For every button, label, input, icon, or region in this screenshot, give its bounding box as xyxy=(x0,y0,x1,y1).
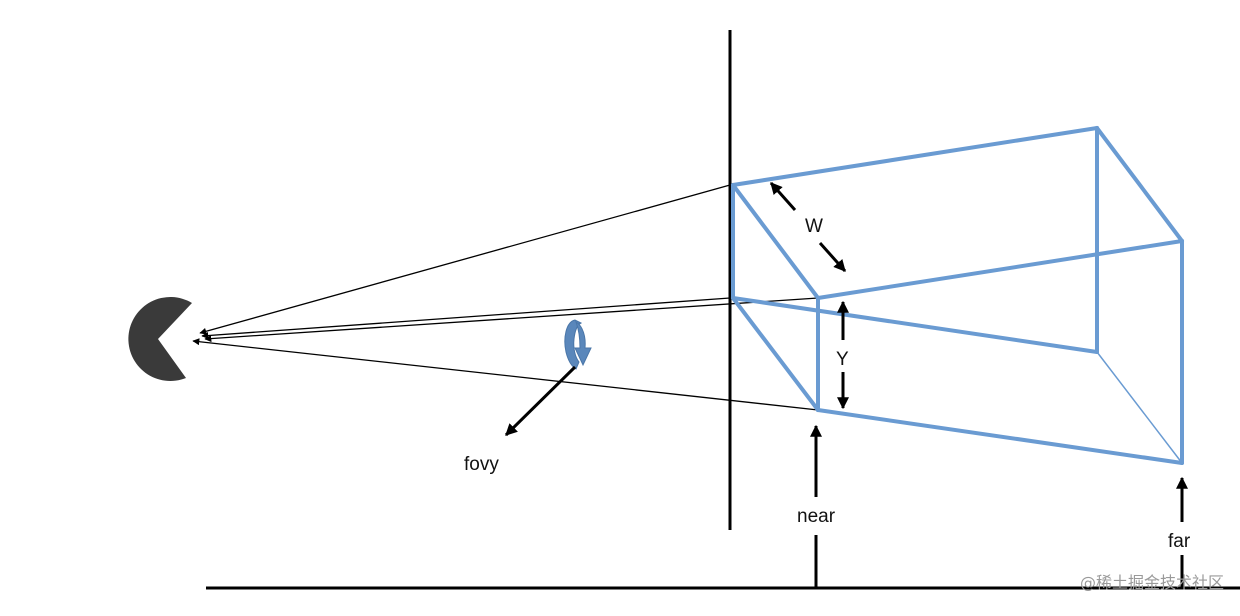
sight-line-mid-upper xyxy=(201,297,731,340)
sight-line-bottom xyxy=(192,338,819,411)
sight-line-top xyxy=(199,184,731,335)
w-label: W xyxy=(805,216,823,237)
sight-line-mid-lower xyxy=(204,297,819,343)
curved-rotation-arrow-icon xyxy=(564,319,592,370)
far-label: far xyxy=(1168,531,1191,552)
w-arrow-upper xyxy=(769,182,797,211)
pacman-eye-icon xyxy=(128,297,192,382)
fovy-axis-arrow xyxy=(504,365,577,437)
far-plane-bottom-diagonal xyxy=(1096,351,1183,464)
frustum-edge-top-front xyxy=(816,239,1184,300)
w-dimension-arrows xyxy=(769,182,847,272)
w-arrow-lower xyxy=(818,242,847,272)
near-plane-bottom-diagonal xyxy=(731,296,820,412)
near-plane-top-edge xyxy=(731,183,820,300)
view-frustum xyxy=(731,126,1184,465)
frustum-edge-top-back xyxy=(731,126,1099,187)
watermark: @稀土掘金技术社区 xyxy=(1080,573,1224,592)
sight-lines xyxy=(192,184,819,411)
near-label: near xyxy=(797,506,836,527)
frustum-edge-bottom-front xyxy=(816,408,1184,465)
frustum-edge-bottom-back xyxy=(731,296,1099,354)
far-plane-top-edge xyxy=(1095,126,1184,243)
y-label: Y xyxy=(836,349,849,370)
fovy-label: fovy xyxy=(464,454,499,475)
